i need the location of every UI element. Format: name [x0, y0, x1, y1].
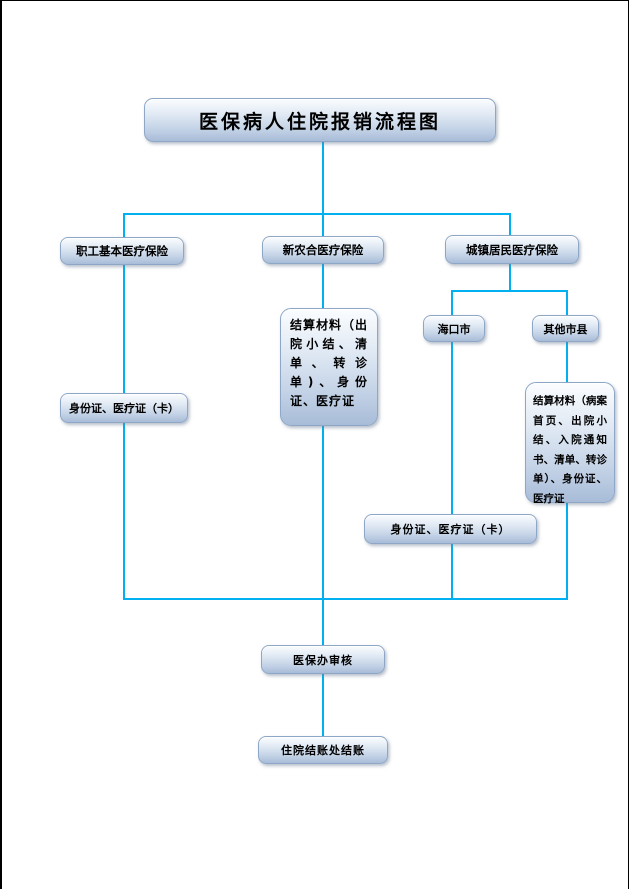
- node-inpatient-checkout-label: 住院结账处结账: [281, 744, 365, 757]
- connector-other-cities-drop: [566, 290, 568, 315]
- connector-haikou-drop: [451, 290, 453, 315]
- connector-left-column: [123, 265, 125, 599]
- flowchart-title-box: 医保病人住院报销流程图: [144, 98, 496, 142]
- node-employee-id-card-label: 身份证、医疗证（卡）: [69, 402, 179, 415]
- node-insurance-office-review: 医保办审核: [261, 645, 385, 674]
- node-haikou-id-card: 身份证、医疗证（卡）: [364, 514, 537, 544]
- connector-city-split-bar: [451, 290, 568, 292]
- connector-haikou-column: [451, 342, 453, 599]
- node-employee-basic-insurance-label: 职工基本医疗保险: [76, 244, 168, 258]
- node-haikou-city-label: 海口市: [437, 322, 471, 336]
- connector-middle-column: [322, 264, 324, 645]
- connector-urban-drop: [509, 213, 511, 235]
- node-urban-resident-insurance-label: 城镇居民医疗保险: [466, 242, 558, 257]
- node-new-rural-cooperative-insurance: 新农合医疗保险: [262, 236, 384, 264]
- node-rural-settlement-materials: 结算材料（出院小结、清单、转诊单)、身份证、医疗证: [280, 308, 378, 426]
- connector-employee-drop: [123, 213, 125, 237]
- connector-level2-bar: [123, 213, 511, 215]
- node-urban-resident-insurance: 城镇居民医疗保险: [445, 235, 579, 264]
- node-employee-id-card: 身份证、医疗证（卡）: [60, 393, 188, 423]
- node-other-cities-counties: 其他市县: [532, 315, 599, 342]
- node-insurance-office-review-label: 医保办审核: [293, 653, 353, 667]
- node-inpatient-checkout: 住院结账处结账: [258, 736, 388, 764]
- connector-merge-bar: [123, 598, 568, 600]
- node-new-rural-cooperative-insurance-label: 新农合医疗保险: [282, 243, 364, 257]
- connector-urban-out: [509, 264, 511, 291]
- node-other-cities-settlement-materials: 结算材料（病案首页、出院小结、入院通知书、清单、转诊单）、身份证、医疗证: [525, 382, 615, 505]
- node-haikou-city: 海口市: [423, 315, 485, 342]
- node-rural-settlement-materials-label: 结算材料（出院小结、清单、转诊单)、身份证、医疗证: [290, 318, 369, 408]
- node-employee-basic-insurance: 职工基本医疗保险: [60, 237, 184, 265]
- node-haikou-id-card-label: 身份证、医疗证（卡）: [390, 523, 511, 536]
- connector-review-to-checkout: [322, 674, 324, 736]
- node-other-cities-settlement-materials-label: 结算材料（病案首页、出院小结、入院通知书、清单、转诊单）、身份证、医疗证: [533, 395, 607, 505]
- flowchart-title-text: 医保病人住院报销流程图: [198, 110, 441, 133]
- connector-rural-drop: [322, 213, 324, 236]
- node-other-cities-counties-label: 其他市县: [543, 322, 588, 336]
- connector-title-drop: [322, 142, 324, 213]
